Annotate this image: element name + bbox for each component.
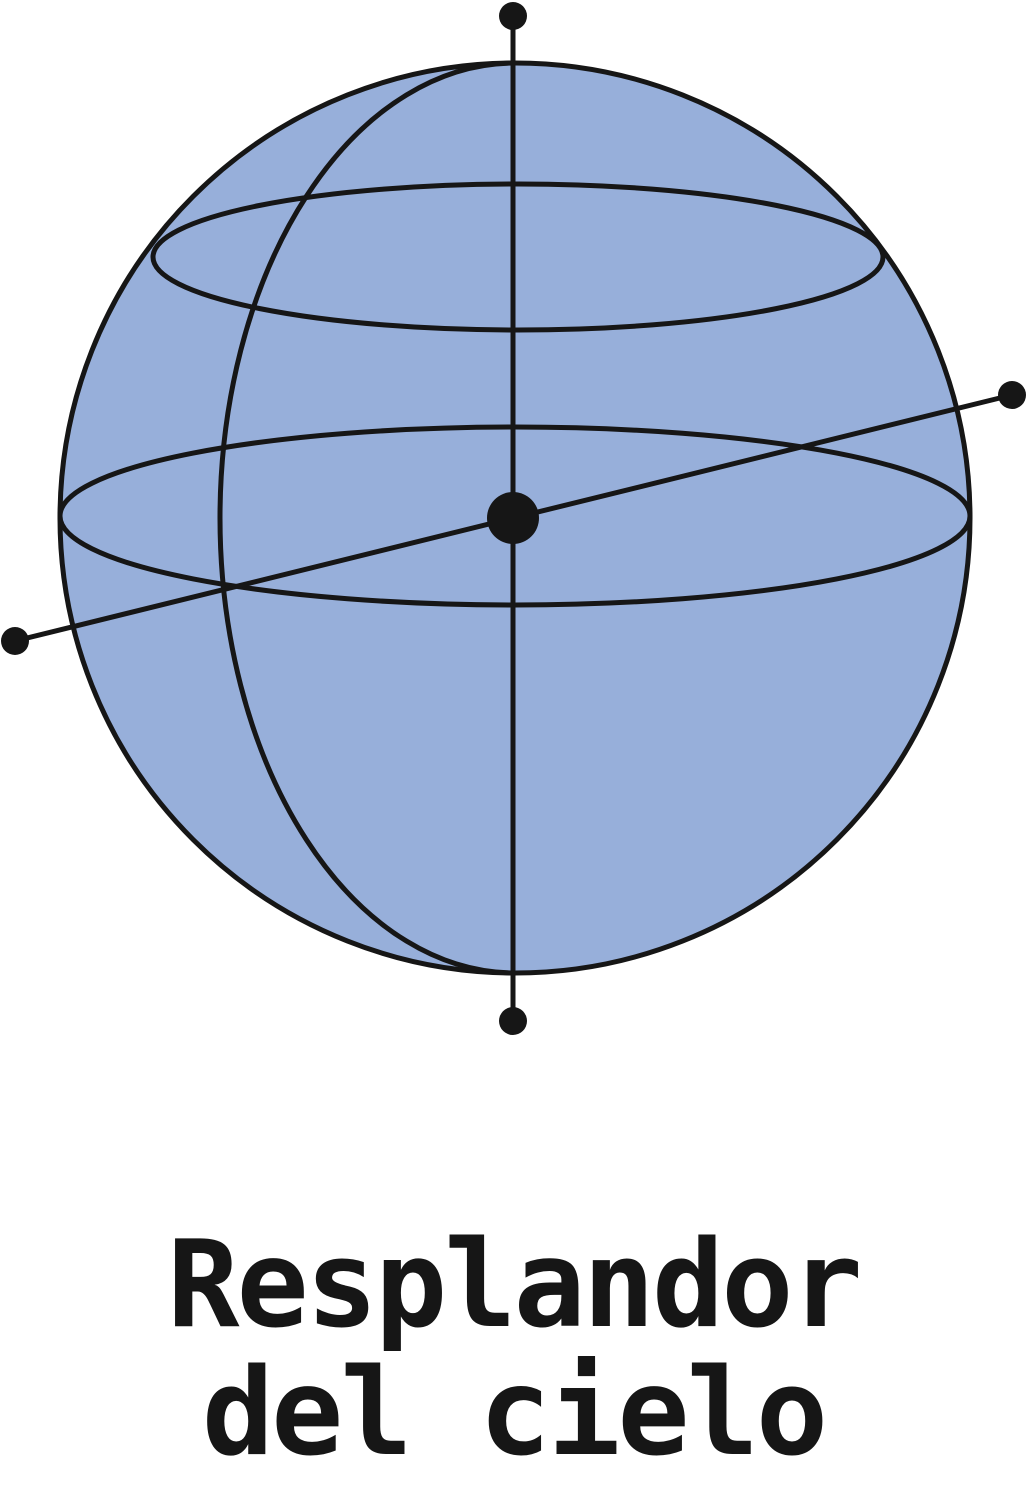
- center-point: [487, 492, 539, 544]
- axis-endpoint-top: [499, 2, 527, 30]
- caption-line-2: del cielo: [201, 1344, 828, 1483]
- caption: Resplandor del cielo: [0, 1222, 1027, 1478]
- parallel-ellipse: [150, 181, 886, 333]
- caption-line-1: Resplandor: [167, 1216, 862, 1355]
- meridian-arc: [217, 60, 518, 976]
- celestial-sphere-diagram: [1, 2, 1026, 1035]
- axis-endpoint-left: [1, 627, 29, 655]
- axis-endpoint-bottom: [499, 1007, 527, 1035]
- axis-endpoint-right: [998, 381, 1026, 409]
